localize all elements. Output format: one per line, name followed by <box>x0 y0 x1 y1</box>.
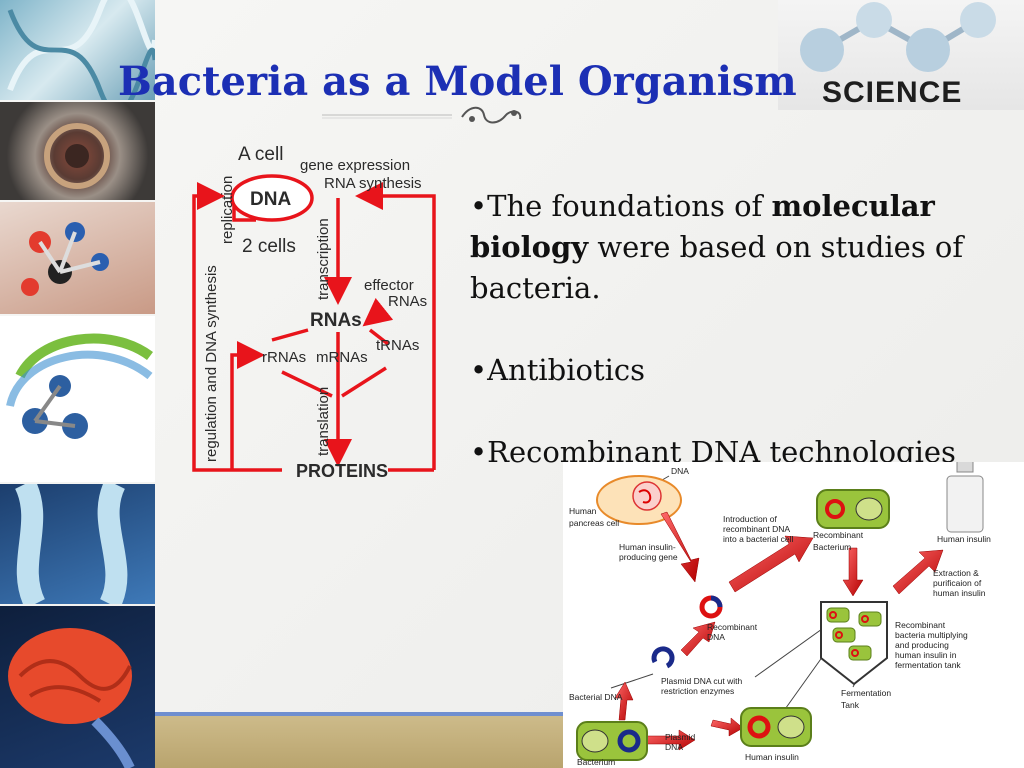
plasmid-caption-2: DNA <box>665 742 683 752</box>
proteins-label: PROTEINS <box>296 461 388 481</box>
pancreas-caption: pancreas cell <box>569 518 619 528</box>
mult-caption-2: bacteria multiplying <box>895 630 968 640</box>
effector-label: effector <box>364 277 414 294</box>
slide-title: Bacteria as a Model Organism <box>118 58 797 105</box>
intro-caption-3: into a bacterial cell <box>723 534 794 544</box>
brain-image <box>0 606 155 768</box>
mult-caption-4: human insulin in <box>895 650 957 660</box>
bullet-molecular-biology: •The foundations of molecular biology we… <box>470 186 1018 309</box>
footer-line <box>155 712 565 716</box>
arrow <box>614 681 634 721</box>
dna-label: DNA <box>250 189 291 210</box>
atom-sphere <box>960 2 996 38</box>
gene-expression-label: gene expression <box>300 157 410 174</box>
atom-sphere <box>906 28 950 72</box>
bullet-antibiotics: •Antibiotics <box>470 353 646 387</box>
particle-accelerator-image <box>0 102 155 200</box>
footer-bar <box>155 716 565 768</box>
rna-synthesis-label: RNA synthesis <box>324 175 422 192</box>
recombinant-caption: Recombinant <box>813 530 864 540</box>
arrow <box>842 547 864 597</box>
human-insulin-bottom-caption: Human insulin <box>745 752 799 762</box>
logo-text: SCIENCE <box>822 76 963 109</box>
arrow <box>660 511 700 583</box>
mult-caption-5: fermentation tank <box>895 660 961 670</box>
bacterium-bottom-caption: Bacterium <box>577 757 615 767</box>
replication-label: replication <box>219 176 236 244</box>
trnas-label: tRNAs <box>376 337 419 354</box>
cell-cycle-diagram: A cell DNA 2 cells replication gene expr… <box>192 144 436 481</box>
rrnas-label: rRNAs <box>262 349 306 366</box>
dna-helix-image <box>0 0 155 100</box>
intro-caption-1: Introduction of <box>723 514 778 524</box>
mult-caption-3: and producing <box>895 640 949 650</box>
rnas-label: RNAs <box>310 310 362 331</box>
insulin-gene-caption: Human insulin- <box>619 542 676 552</box>
fermentation-caption: Fermentation <box>841 688 891 698</box>
bacterium-caption: Bacterium <box>813 542 851 552</box>
arrow <box>680 621 716 657</box>
bold-term: molecular <box>771 189 935 223</box>
extraction-caption-2: purificaion of <box>933 578 982 588</box>
science-logo-image <box>0 316 155 482</box>
title-flourish <box>322 106 522 124</box>
bacterial-dna-caption: Bacterial DNA <box>569 692 623 702</box>
plasmid-cut-ring <box>651 646 675 669</box>
atom-sphere <box>800 28 844 72</box>
two-cells-label: 2 cells <box>242 236 296 257</box>
effector-rnas-label: RNAs <box>388 293 427 310</box>
dna-ellipse <box>230 174 314 222</box>
photo-strip <box>0 0 155 768</box>
chromosome-image <box>0 484 155 604</box>
rec-dna-caption-2: DNA <box>707 632 725 642</box>
arrow <box>646 729 696 751</box>
bold-term: biology <box>470 230 589 264</box>
intro-caption-2: recombinant DNA <box>723 524 790 534</box>
mult-caption-1: Recombinant <box>895 620 946 630</box>
rec-dna-caption-1: Recombinant <box>707 622 758 632</box>
atom-sphere <box>856 2 892 38</box>
translation-label: translation <box>315 387 332 456</box>
dna-caption: DNA <box>671 466 689 476</box>
insulin-gene-caption-2: producing gene <box>619 552 678 562</box>
extraction-caption-1: Extraction & <box>933 568 979 578</box>
bullet-text: •The foundations of <box>470 189 772 223</box>
arrow <box>710 717 744 737</box>
regulation-label: regulation and DNA synthesis <box>203 265 220 462</box>
insulin-bottle <box>956 462 974 473</box>
a-cell-label: A cell <box>238 144 283 165</box>
transcription-label: transcription <box>315 218 332 300</box>
arrow <box>892 549 944 595</box>
bullet-text: were based on studies of bacteria. <box>470 230 964 305</box>
human-caption: Human <box>569 506 597 516</box>
human-insulin-top-caption: Human insulin <box>937 534 991 544</box>
plasmid-cut-caption-1: Plasmid DNA cut with <box>661 676 743 686</box>
molecule-hand-image <box>0 202 155 314</box>
extraction-caption-3: human insulin <box>933 588 986 598</box>
plasmid-cut-caption-2: restriction enzymes <box>661 686 734 696</box>
recombinant-insulin-diagram: DNA Human pancreas cell Human insulin- p… <box>563 462 1024 768</box>
mrnas-label: mRNAs <box>316 349 368 366</box>
tank-caption: Tank <box>841 700 860 710</box>
arrow <box>728 535 814 593</box>
plasmid-caption-1: Plasmid <box>665 732 696 742</box>
science-logo: SCIENCE <box>778 0 1024 110</box>
